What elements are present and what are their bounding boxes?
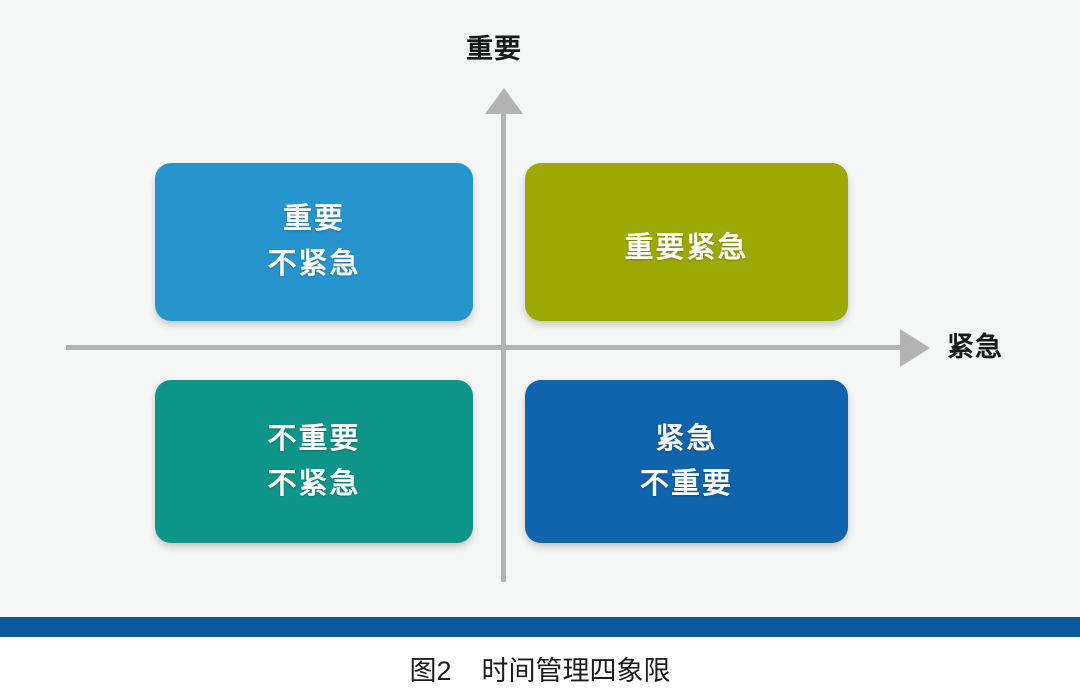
- horizontal-axis-line: [66, 345, 904, 350]
- quadrant-label-line2: 不重要: [639, 467, 733, 500]
- quadrant-important-not-urgent[interactable]: 重要 不紧急: [155, 163, 482, 321]
- quadrant-label-line1: 不重要: [267, 422, 361, 455]
- bottom-divider-rule: [0, 617, 1080, 637]
- axis-label-urgent: 紧急: [947, 332, 1003, 362]
- arrow-right-icon: [900, 329, 930, 367]
- quadrant-urgent-not-important[interactable]: 紧急 不重要: [525, 380, 857, 543]
- quadrant-important-urgent[interactable]: 重要紧急: [525, 163, 857, 321]
- quadrant-label-line2: 不紧急: [267, 248, 361, 280]
- quadrant-label-line1: 紧急: [655, 422, 718, 455]
- quadrant-not-important-not-urgent[interactable]: 不重要 不紧急: [155, 380, 482, 543]
- arrow-up-icon: [485, 88, 523, 114]
- quadrant-diagram-canvas: 重要 紧急 重要 不紧急 重要紧急 不重要 不紧急 紧急 不重要: [0, 0, 1080, 617]
- figure-caption: 图2 时间管理四象限: [409, 656, 671, 686]
- quadrant-label-line1: 重要紧急: [624, 231, 749, 264]
- quadrant-label-line2: 不紧急: [267, 467, 361, 500]
- quadrant-label-line1: 重要: [282, 203, 345, 236]
- axis-label-important: 重要: [466, 34, 522, 64]
